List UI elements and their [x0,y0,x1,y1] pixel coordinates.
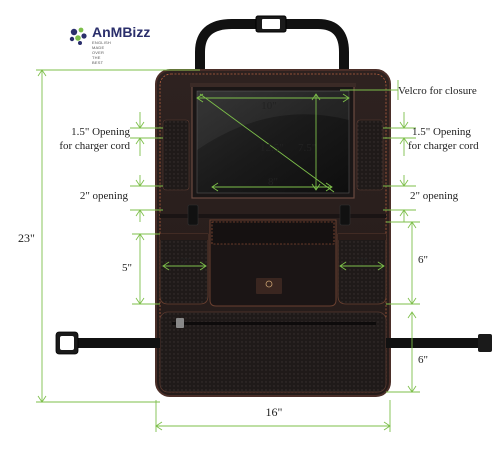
side-pocket-right [337,233,387,305]
screen-diagonal-label: 12.5" [260,142,284,154]
side-pocket-width-right-label: 3" [358,256,368,268]
brand-tagline: ENGLISH MADE OVER THE BEST [92,40,111,65]
velcro-callout: Velcro for closure [398,85,477,97]
charger-pocket-right [356,119,384,191]
zipper-pull-icon [176,318,184,328]
tablet-pocket [191,85,355,199]
mid-seam [160,214,386,218]
bottom-mesh-pocket [159,311,387,393]
charger-pocket-left [162,119,190,191]
opening-left-label: 2" opening [79,190,128,202]
width-total-label: 16" [265,405,283,419]
seat-strap [55,331,492,355]
opening-right-label: 2" opening [410,190,459,202]
carry-handle [195,15,349,83]
charger-left-line1: 1.5" Opening [71,126,130,138]
screen-width-label: 10" [261,100,277,112]
side-buckle-left [187,204,199,226]
side-buckle-right [339,204,351,226]
side-pocket-width-left-label: 3" [180,256,190,268]
brand-mark-icon [69,27,87,45]
screen-height-label: 7.5" [298,142,317,154]
charger-right-line2: for charger cord [408,140,479,152]
charger-right-line1: 1.5" Opening [412,126,471,138]
charger-left-line2: for charger cord [59,140,130,152]
dimension-lines [36,69,420,432]
center-flap-pocket [209,219,337,307]
brand-patch [256,278,282,294]
right-pocket-height-label: 6" [418,254,428,266]
zipper-line [172,322,376,325]
side-pocket-left [159,233,209,305]
velcro-strip [190,83,356,87]
bottom-pocket-height-label: 6" [418,354,428,366]
side-pocket-height-label: 5" [122,262,132,274]
height-total-label: 23" [18,231,35,245]
brand-name: AnMBizz [92,24,151,40]
opening-width-label: 8" [268,176,278,188]
